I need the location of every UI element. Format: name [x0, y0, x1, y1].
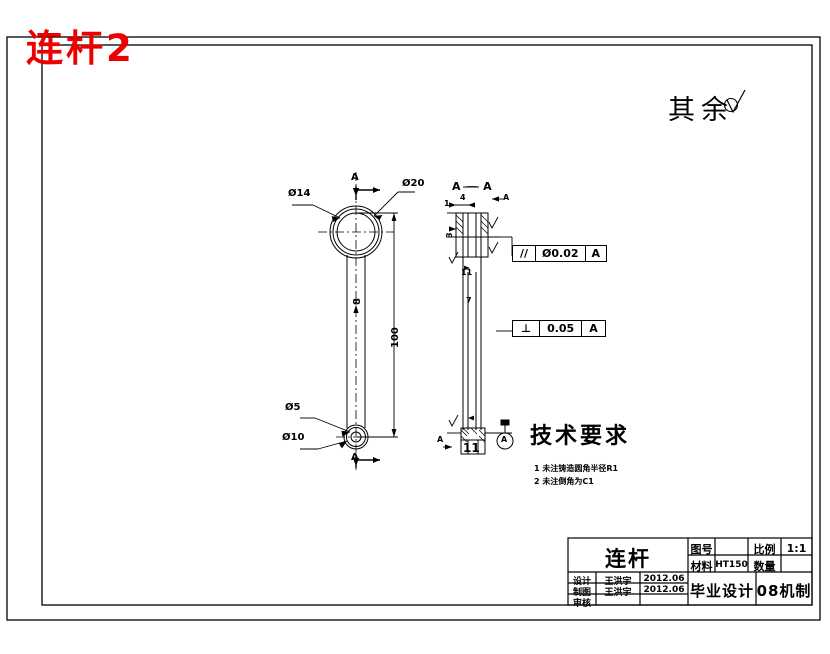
dim-center-distance: 100 [390, 327, 401, 348]
tech-req-item-1: 1 未注铸造圆角半径R1 [534, 464, 619, 473]
section-label-stack-7: 7 [466, 296, 472, 305]
tolerance-frame-perpendicularity: ⊥ 0.05 A [511, 320, 606, 337]
title-block-role-2: 审核 [572, 599, 591, 609]
dim-top-hole-inner: Ø14 [288, 188, 311, 199]
front-view-geometry [318, 172, 394, 470]
section-mark-label-bottom: A [351, 452, 359, 463]
dim-bottom-hole-outer: Ø10 [282, 432, 305, 443]
title-block-material-value: HT150 [715, 560, 748, 570]
tolerance-leaders [496, 236, 513, 332]
red-annotation: 连杆2 [26, 27, 135, 70]
perpendicularity-glyph: ⊥ [511, 320, 541, 337]
section-mark-bottom [352, 455, 380, 468]
title-block-date-0: 2012.06 [643, 574, 685, 584]
section-label-left-small: 3 [445, 232, 454, 238]
section-view-geometry [447, 186, 512, 455]
perpendicularity-datum: A [581, 320, 606, 337]
title-block-role-0: 设计 [572, 577, 591, 587]
section-label-top-mid: 4 [460, 193, 466, 202]
leader-dia10 [300, 440, 348, 450]
title-block-role-1: 制图 [572, 588, 591, 598]
section-dimension-marks [443, 196, 503, 450]
title-block-material-label: 材料 [690, 560, 713, 573]
datum-feature-A [496, 419, 514, 450]
title-block-project: 毕业设计 [689, 582, 754, 600]
leader-dia14 [292, 204, 341, 222]
dimension-center-distance [356, 212, 398, 438]
title-block-scale-value: 1:1 [786, 542, 807, 555]
title-block-name-1: 王洪宇 [604, 588, 632, 598]
title-block-date-1: 2012.06 [643, 585, 685, 595]
section-label-bottom-11: 11 [463, 441, 480, 455]
title-block-class: 08机制 [756, 582, 812, 600]
section-label-stack-11: 11 [461, 268, 473, 277]
title-block-grid [567, 537, 813, 606]
datum-label-A: A [501, 435, 508, 444]
perpendicularity-value: 0.05 [539, 320, 583, 337]
tech-req-item-2: 2 未注倒角为C1 [534, 477, 594, 486]
parallelism-datum: A [584, 245, 608, 262]
section-roughness-symbols [448, 216, 499, 427]
surface-note-label: 其余 [668, 95, 734, 126]
title-block-drawing-no-label: 图号 [690, 543, 713, 556]
sheet-frame [6, 36, 821, 621]
parallelism-glyph: // [511, 245, 537, 262]
dim-top-hole-outer: Ø20 [402, 178, 425, 189]
title-block-qty-label: 数量 [753, 560, 776, 573]
section-view-title: A — A [452, 180, 493, 193]
section-mark-label-top: A [351, 172, 359, 183]
title-block-name-0: 王洪宇 [604, 577, 632, 587]
tech-req-heading: 技术要求 [530, 423, 631, 449]
leader-dia20 [373, 191, 415, 221]
dim-rod-width: 8 [352, 298, 363, 305]
roughness-symbol [723, 89, 746, 114]
section-label-arrow-top-right: A [503, 193, 510, 202]
leader-dia5 [300, 417, 351, 437]
section-label-bottom-left-mark: A [437, 435, 444, 444]
dim-bottom-hole-inner: Ø5 [285, 402, 301, 413]
tolerance-frame-parallelism: // Ø0.02 A [511, 245, 608, 262]
title-block-part-name: 连杆 [605, 546, 651, 571]
title-block-scale-label: 比例 [753, 543, 776, 556]
parallelism-value: Ø0.02 [535, 245, 586, 262]
section-mark-top [352, 186, 380, 200]
section-label-left-top: 1 [444, 199, 450, 208]
dimension-rod-width [353, 305, 359, 313]
